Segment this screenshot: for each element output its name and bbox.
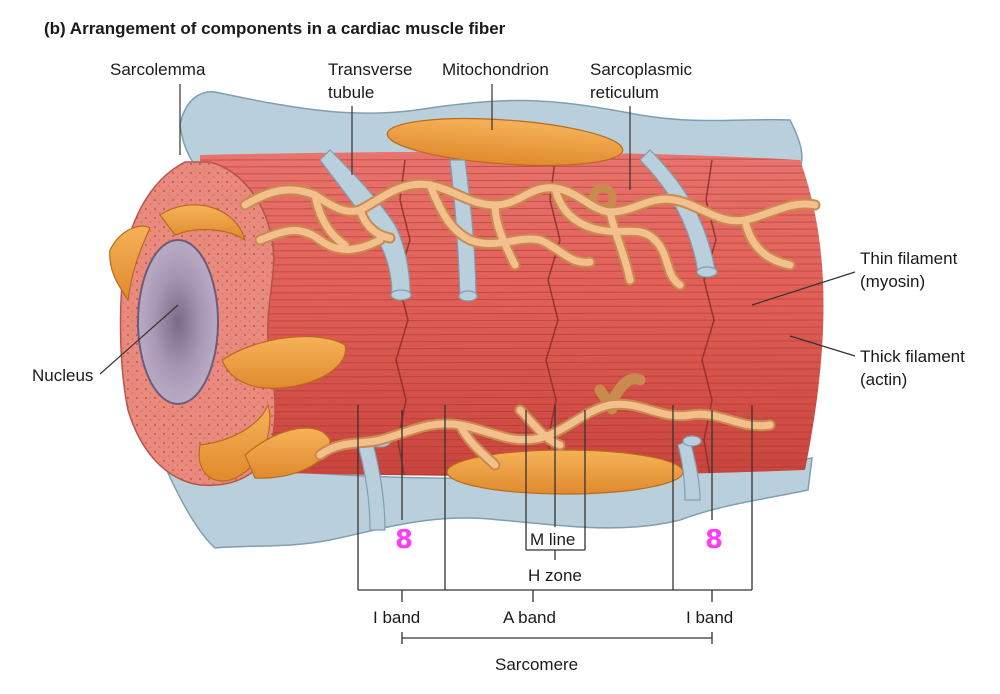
label-sarcoplasmic-reticulum-line2: reticulum <box>590 83 659 102</box>
filament-line <box>200 305 824 308</box>
sarcoplasmic-reticulum-top <box>239 178 821 291</box>
filament-line <box>200 179 824 182</box>
filament-line <box>200 312 824 315</box>
label-i-band-left: I band <box>373 608 420 627</box>
label-thin-filament-line2: (myosin) <box>860 272 925 291</box>
label-thick-filament-line2: (actin) <box>860 370 907 389</box>
z-disc-marker-right: 8 <box>705 525 723 555</box>
label-i-band-right: I band <box>686 608 733 627</box>
filament-line <box>200 249 824 252</box>
filament-line <box>200 172 824 175</box>
mitochondrion-lower-left <box>244 427 331 479</box>
filament-line <box>200 326 824 329</box>
filament-line <box>200 298 824 301</box>
label-nucleus: Nucleus <box>32 366 93 385</box>
z-disc-marker-left: 8 <box>395 525 413 555</box>
label-sarcoplasmic-reticulum-line1: Sarcoplasmic <box>590 60 693 79</box>
filament-line <box>200 319 824 322</box>
filament-line <box>200 270 824 273</box>
label-mitochondrion: Mitochondrion <box>442 60 549 79</box>
nucleus <box>137 239 219 405</box>
filament-line <box>200 403 824 406</box>
label-thick-filament-line1: Thick filament <box>860 347 965 366</box>
label-transverse-tubule-line2: tubule <box>328 83 374 102</box>
filament-line <box>200 389 824 392</box>
filament-line <box>200 165 824 168</box>
label-thin-filament-line1: Thin filament <box>860 249 958 268</box>
mitochondrion-cross-2 <box>109 225 151 302</box>
figure-title: (b) Arrangement of components in a cardi… <box>44 19 506 38</box>
label-m-line: M line <box>530 530 575 549</box>
mitochondrion-side <box>221 336 347 389</box>
mitochondrion-top <box>386 117 624 167</box>
filament-line <box>200 424 824 427</box>
label-sarcolemma: Sarcolemma <box>110 60 206 79</box>
band-brackets <box>357 405 753 644</box>
mitochondrion-cross-1 <box>159 204 247 242</box>
filament-line <box>200 207 824 210</box>
filament-line <box>200 291 824 294</box>
filament-line <box>200 284 824 287</box>
label-sarcomere: Sarcomere <box>495 655 578 674</box>
transverse-tubules <box>319 149 718 531</box>
label-a-band: A band <box>503 608 556 627</box>
filament-line <box>200 333 824 336</box>
filament-line <box>200 396 824 399</box>
label-transverse-tubule-line1: Transverse <box>328 60 412 79</box>
sarcoplasmic-reticulum-bottom <box>314 373 776 471</box>
label-h-zone: H zone <box>528 566 582 585</box>
filament-line <box>200 277 824 280</box>
